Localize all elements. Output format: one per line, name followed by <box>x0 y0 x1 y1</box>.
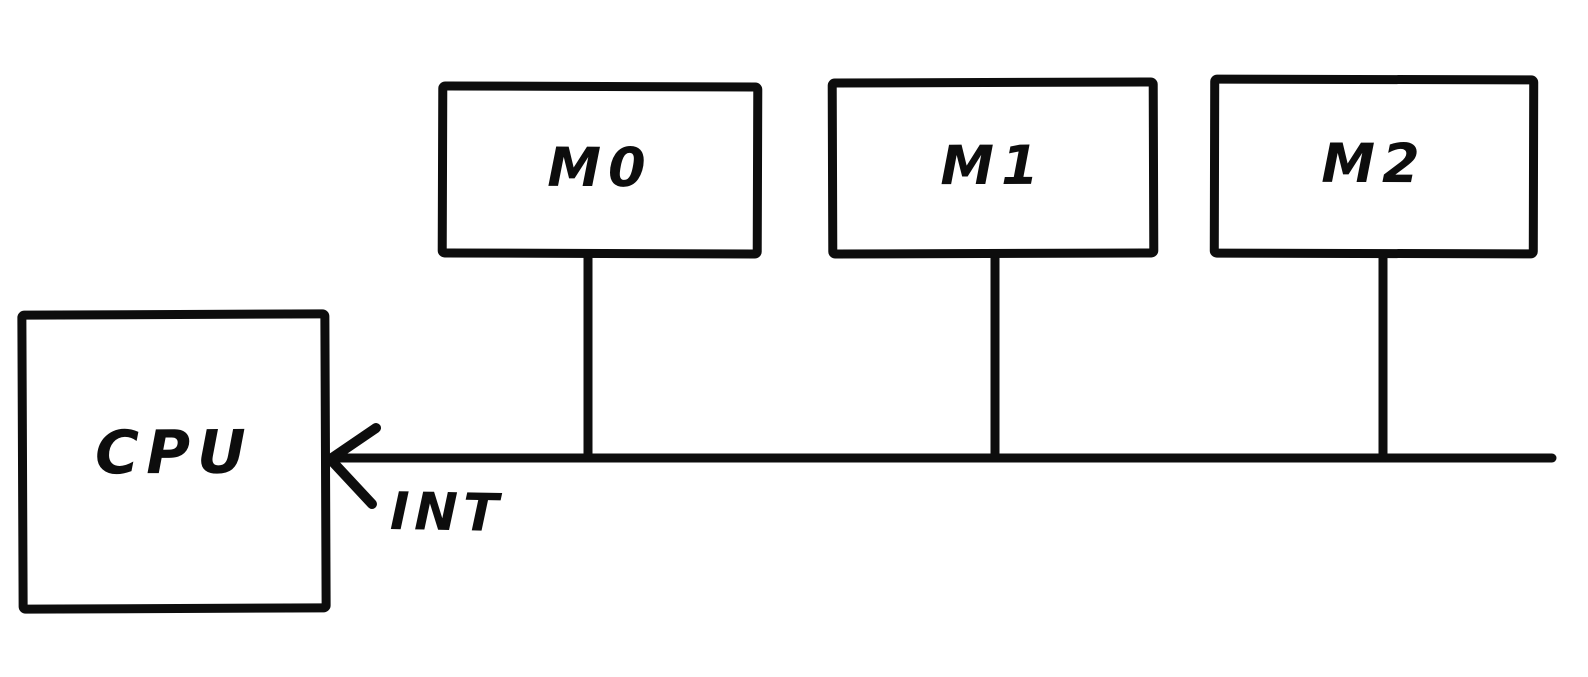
module-label-m2: M2 <box>1321 131 1427 196</box>
module-box-m0: M0 <box>437 81 763 259</box>
module-label-m1: M1 <box>940 133 1046 197</box>
module-box-m1: M1 <box>827 77 1159 259</box>
cpu-box: CPU <box>17 309 331 614</box>
cpu-label: CPU <box>94 417 253 488</box>
module-box-m2: M2 <box>1209 74 1539 259</box>
interrupt-arrowhead-icon <box>326 423 381 509</box>
module-label-m0: M0 <box>547 135 653 199</box>
int-label: INT <box>389 482 504 544</box>
